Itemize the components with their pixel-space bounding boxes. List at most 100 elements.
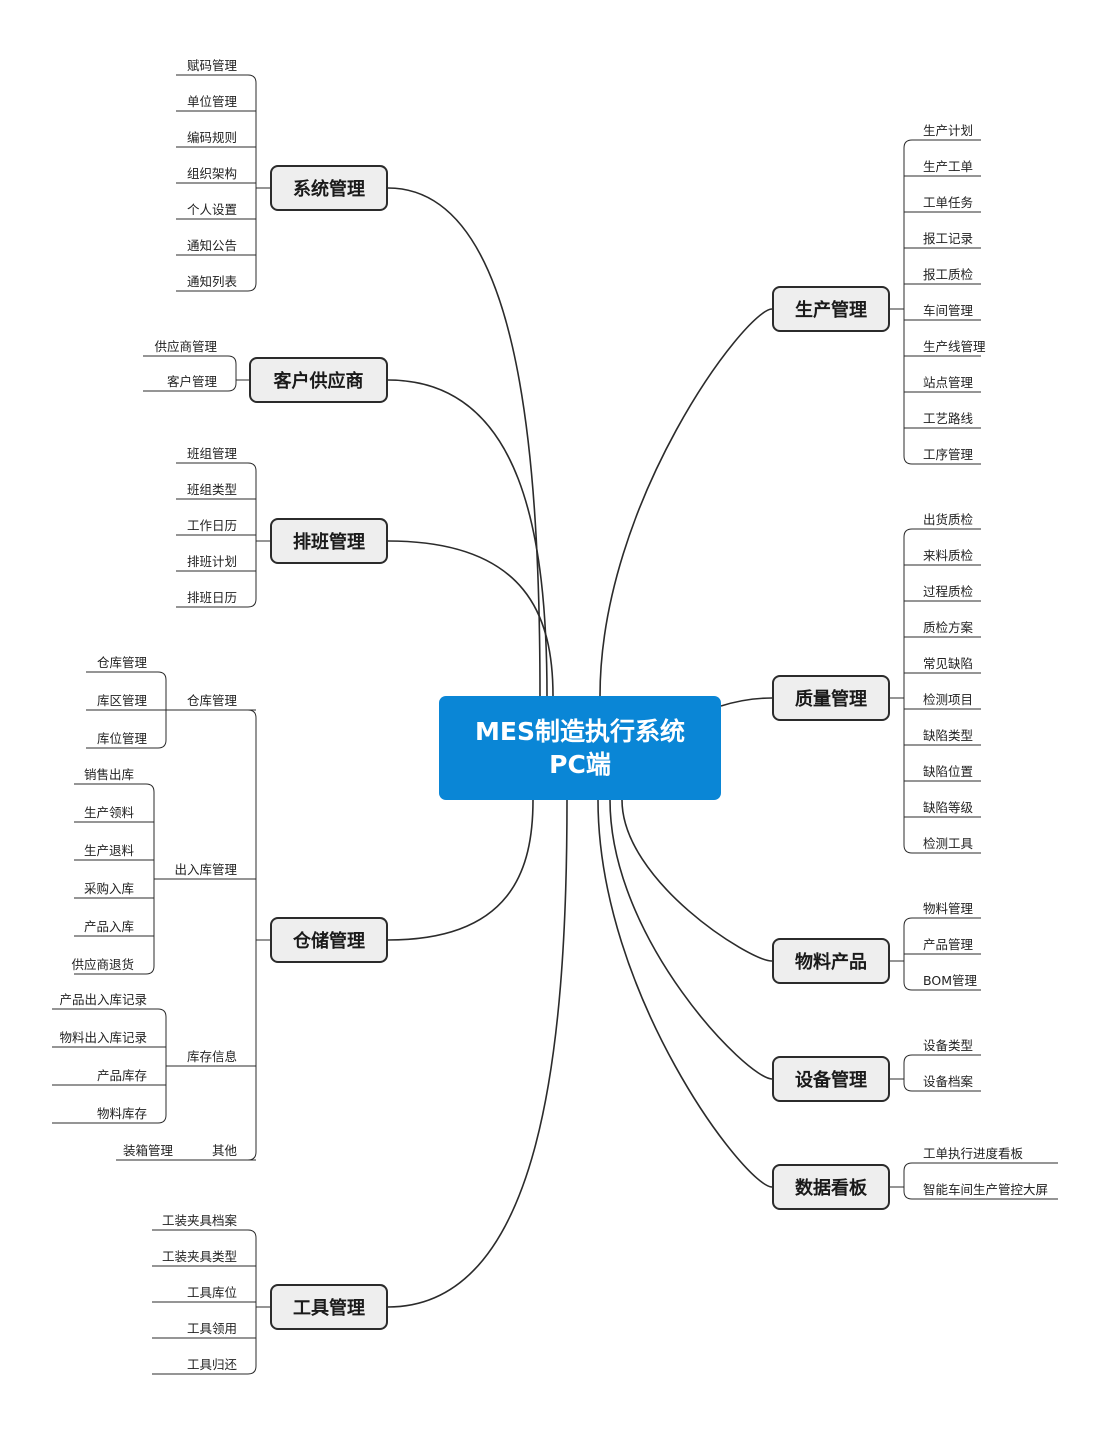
leaf-node[interactable]: 检测工具	[923, 836, 974, 851]
sub-node[interactable]: 库存信息	[186, 1049, 237, 1064]
main-connector	[621, 799, 773, 962]
leaf-node[interactable]: 生产工单	[923, 159, 974, 174]
leaf-node[interactable]: 产品出入库记录	[59, 992, 147, 1007]
leaf-node[interactable]: 工单执行进度看板	[923, 1146, 1024, 1161]
main-connector	[387, 187, 541, 697]
leaf-node[interactable]: 物料管理	[923, 901, 974, 916]
leaf-node[interactable]: 物料库存	[96, 1106, 147, 1121]
leaf-connector	[903, 139, 981, 149]
leaf-node[interactable]: 检测项目	[923, 692, 974, 707]
leaf-node[interactable]: 客户管理	[166, 374, 217, 389]
branch-node-shift[interactable]: 排班管理	[270, 518, 388, 564]
leaf-connector	[74, 783, 155, 793]
leaf-node[interactable]: 装箱管理	[122, 1143, 173, 1158]
leaf-node[interactable]: 生产领料	[83, 805, 134, 820]
branch-node-tool[interactable]: 工具管理	[270, 1284, 388, 1330]
leaf-node[interactable]: 排班日历	[186, 590, 237, 605]
leaf-node[interactable]: 班组类型	[186, 482, 237, 497]
leaf-connector	[52, 1114, 167, 1124]
leaf-node[interactable]: 工装夹具类型	[161, 1249, 237, 1264]
leaf-node[interactable]: 报工记录	[923, 231, 974, 246]
leaf-node[interactable]: 工具领用	[186, 1321, 237, 1336]
leaf-connector	[903, 917, 981, 927]
branch-node-equip[interactable]: 设备管理	[772, 1056, 890, 1102]
main-connector	[387, 799, 568, 1308]
leaf-connector	[903, 1162, 1058, 1172]
leaf-node[interactable]: 班组管理	[186, 446, 237, 461]
leaf-node[interactable]: 缺陷位置	[923, 764, 974, 779]
leaf-node[interactable]: 设备档案	[923, 1074, 974, 1089]
leaf-node[interactable]: 供应商管理	[154, 339, 217, 354]
leaf-connector	[152, 1365, 257, 1375]
leaf-connector	[903, 528, 981, 538]
leaf-node[interactable]: 采购入库	[83, 881, 134, 896]
leaf-node[interactable]: 工艺路线	[923, 411, 974, 426]
leaf-node[interactable]: 生产线管理	[923, 339, 986, 354]
leaf-node[interactable]: 出货质检	[923, 512, 974, 527]
main-connector	[720, 697, 773, 707]
leaf-node[interactable]: 工序管理	[923, 447, 974, 462]
leaf-node[interactable]: 通知公告	[186, 238, 237, 253]
branch-node-prod[interactable]: 生产管理	[772, 286, 890, 332]
leaf-connector	[176, 462, 257, 472]
leaf-node[interactable]: 产品库存	[96, 1068, 147, 1083]
leaf-node[interactable]: 编码规则	[186, 130, 237, 145]
leaf-node[interactable]: 赋码管理	[186, 58, 237, 73]
leaf-node[interactable]: 个人设置	[186, 202, 237, 217]
branch-node-sys[interactable]: 系统管理	[270, 165, 388, 211]
branch-node-board[interactable]: 数据看板	[772, 1164, 890, 1210]
leaf-node[interactable]: 单位管理	[186, 94, 237, 109]
leaf-node[interactable]: 排班计划	[186, 554, 237, 569]
main-connector	[609, 799, 773, 1080]
leaf-node[interactable]: 车间管理	[923, 303, 974, 318]
leaf-node[interactable]: 通知列表	[186, 274, 237, 289]
leaf-node[interactable]: 组织架构	[186, 166, 237, 181]
leaf-node[interactable]: 质检方案	[923, 620, 974, 635]
branch-node-wh[interactable]: 仓储管理	[270, 917, 388, 963]
leaf-node[interactable]: 智能车间生产管控大屏	[923, 1182, 1049, 1197]
leaf-node[interactable]: 产品入库	[83, 919, 134, 934]
branch-node-mat[interactable]: 物料产品	[772, 938, 890, 984]
leaf-node[interactable]: 生产退料	[83, 843, 134, 858]
leaf-node[interactable]: 设备类型	[923, 1038, 974, 1053]
leaf-node[interactable]: 仓库管理	[96, 655, 147, 670]
leaf-node[interactable]: 库位管理	[96, 731, 147, 746]
leaf-node[interactable]: 生产计划	[923, 123, 974, 138]
leaf-connector	[903, 1054, 981, 1064]
leaf-node[interactable]: 销售出库	[83, 767, 134, 782]
leaf-node[interactable]: 工单任务	[923, 195, 974, 210]
root-node[interactable]: MES制造执行系统 PC端	[439, 696, 721, 800]
root-subtitle: PC端	[549, 750, 611, 779]
branch-node-cust[interactable]: 客户供应商	[249, 357, 388, 403]
sub-node[interactable]: 仓库管理	[186, 693, 237, 708]
branch-node-qual[interactable]: 质量管理	[772, 675, 890, 721]
leaf-node[interactable]: 来料质检	[923, 548, 974, 563]
sub-node[interactable]: 出入库管理	[174, 862, 237, 877]
leaf-node[interactable]: 供应商退货	[71, 957, 134, 972]
leaf-node[interactable]: 产品管理	[923, 937, 974, 952]
leaf-node[interactable]: 工作日历	[186, 518, 237, 533]
leaf-node[interactable]: 工具归还	[186, 1357, 237, 1372]
leaf-connector	[52, 1008, 167, 1018]
leaf-node[interactable]: 工装夹具档案	[161, 1213, 237, 1228]
leaf-connector	[143, 355, 237, 365]
leaf-node[interactable]: 缺陷类型	[923, 728, 974, 743]
leaf-node[interactable]: 常见缺陷	[923, 656, 974, 671]
leaf-node[interactable]: 物料出入库记录	[59, 1030, 147, 1045]
leaf-node[interactable]: 库区管理	[96, 693, 147, 708]
sub-node[interactable]: 其他	[211, 1143, 237, 1158]
leaf-connector	[176, 282, 257, 292]
leaf-connector	[176, 74, 257, 84]
leaf-node[interactable]: 缺陷等级	[923, 800, 974, 815]
leaf-node[interactable]: 站点管理	[923, 375, 974, 390]
leaf-node[interactable]: 工具库位	[186, 1285, 237, 1300]
main-connector	[387, 540, 554, 697]
main-connector	[597, 799, 773, 1188]
leaf-connector	[74, 965, 155, 975]
main-connector	[599, 308, 773, 697]
leaf-node[interactable]: 报工质检	[923, 267, 974, 282]
leaf-connector	[143, 382, 237, 392]
leaf-node[interactable]: 过程质检	[923, 584, 974, 599]
leaf-node[interactable]: BOM管理	[923, 973, 977, 988]
